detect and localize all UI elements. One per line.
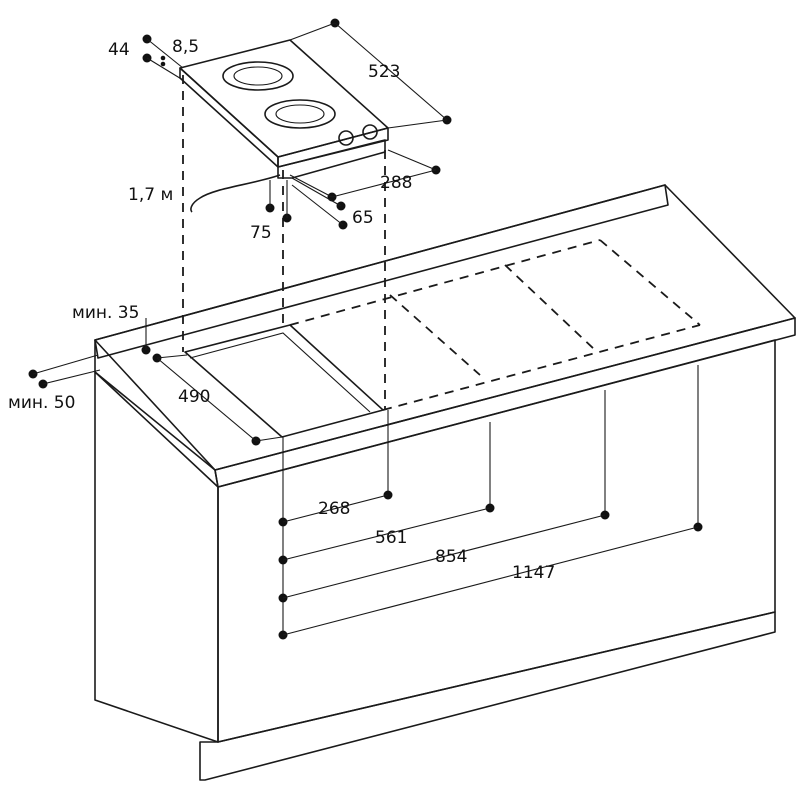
cabinet-left-side <box>94 371 219 743</box>
cabinet <box>94 184 796 781</box>
dim-561-label: 561 <box>375 528 407 548</box>
dimension-523: 523 <box>289 18 452 129</box>
hotplate-rear-icon <box>222 61 294 91</box>
cabinet-plinth <box>199 611 776 781</box>
dim-854-label: 854 <box>435 547 467 567</box>
dimension-288: 288 <box>289 149 441 202</box>
dim-490-label: 490 <box>178 387 210 407</box>
cutout-opening <box>184 324 384 438</box>
control-knob-right-icon <box>362 124 378 140</box>
countertop-front-edge <box>214 317 796 488</box>
control-knob-left-icon <box>338 130 354 146</box>
hob-side-edge <box>277 127 389 168</box>
front-dimensions: 268 561 854 1147 <box>278 365 703 640</box>
backsplash <box>94 184 669 359</box>
cabinet-front <box>217 339 776 743</box>
hob-front-edge <box>179 67 279 168</box>
hob-glass-top <box>179 39 389 158</box>
domino-hob <box>179 39 389 179</box>
dim-268-label: 268 <box>318 499 350 519</box>
dimension-490: 490 <box>156 357 283 446</box>
dim-8-5-label: 8,5 <box>172 37 199 57</box>
dim-44-label: 44 <box>108 40 130 60</box>
cooktop-placement-dashes <box>182 75 701 411</box>
dimension-min-35: мин. 35 <box>72 303 188 363</box>
dimension-65: 65 <box>291 177 374 230</box>
power-cable <box>190 174 281 213</box>
countertop-cutout <box>184 324 384 438</box>
dim-65-label: 65 <box>352 208 374 228</box>
dimension-44-8-5: 44 8,5 <box>108 34 199 81</box>
hotplate-front-icon <box>264 99 336 129</box>
dim-288-label: 288 <box>380 173 412 193</box>
dimension-min-50: мин. 50 <box>8 354 101 413</box>
dim-min-35-label: мин. 35 <box>72 303 139 323</box>
dim-1147-label: 1147 <box>512 563 555 583</box>
dim-75-label: 75 <box>250 223 272 243</box>
dim-min-50-label: мин. 50 <box>8 393 75 413</box>
cutout-inner-wall <box>189 332 371 413</box>
dimension-75: 75 <box>250 180 292 243</box>
cable-length-label: 1,7 м <box>128 185 173 205</box>
dim-523-label: 523 <box>368 62 400 82</box>
hob-body <box>277 139 386 179</box>
